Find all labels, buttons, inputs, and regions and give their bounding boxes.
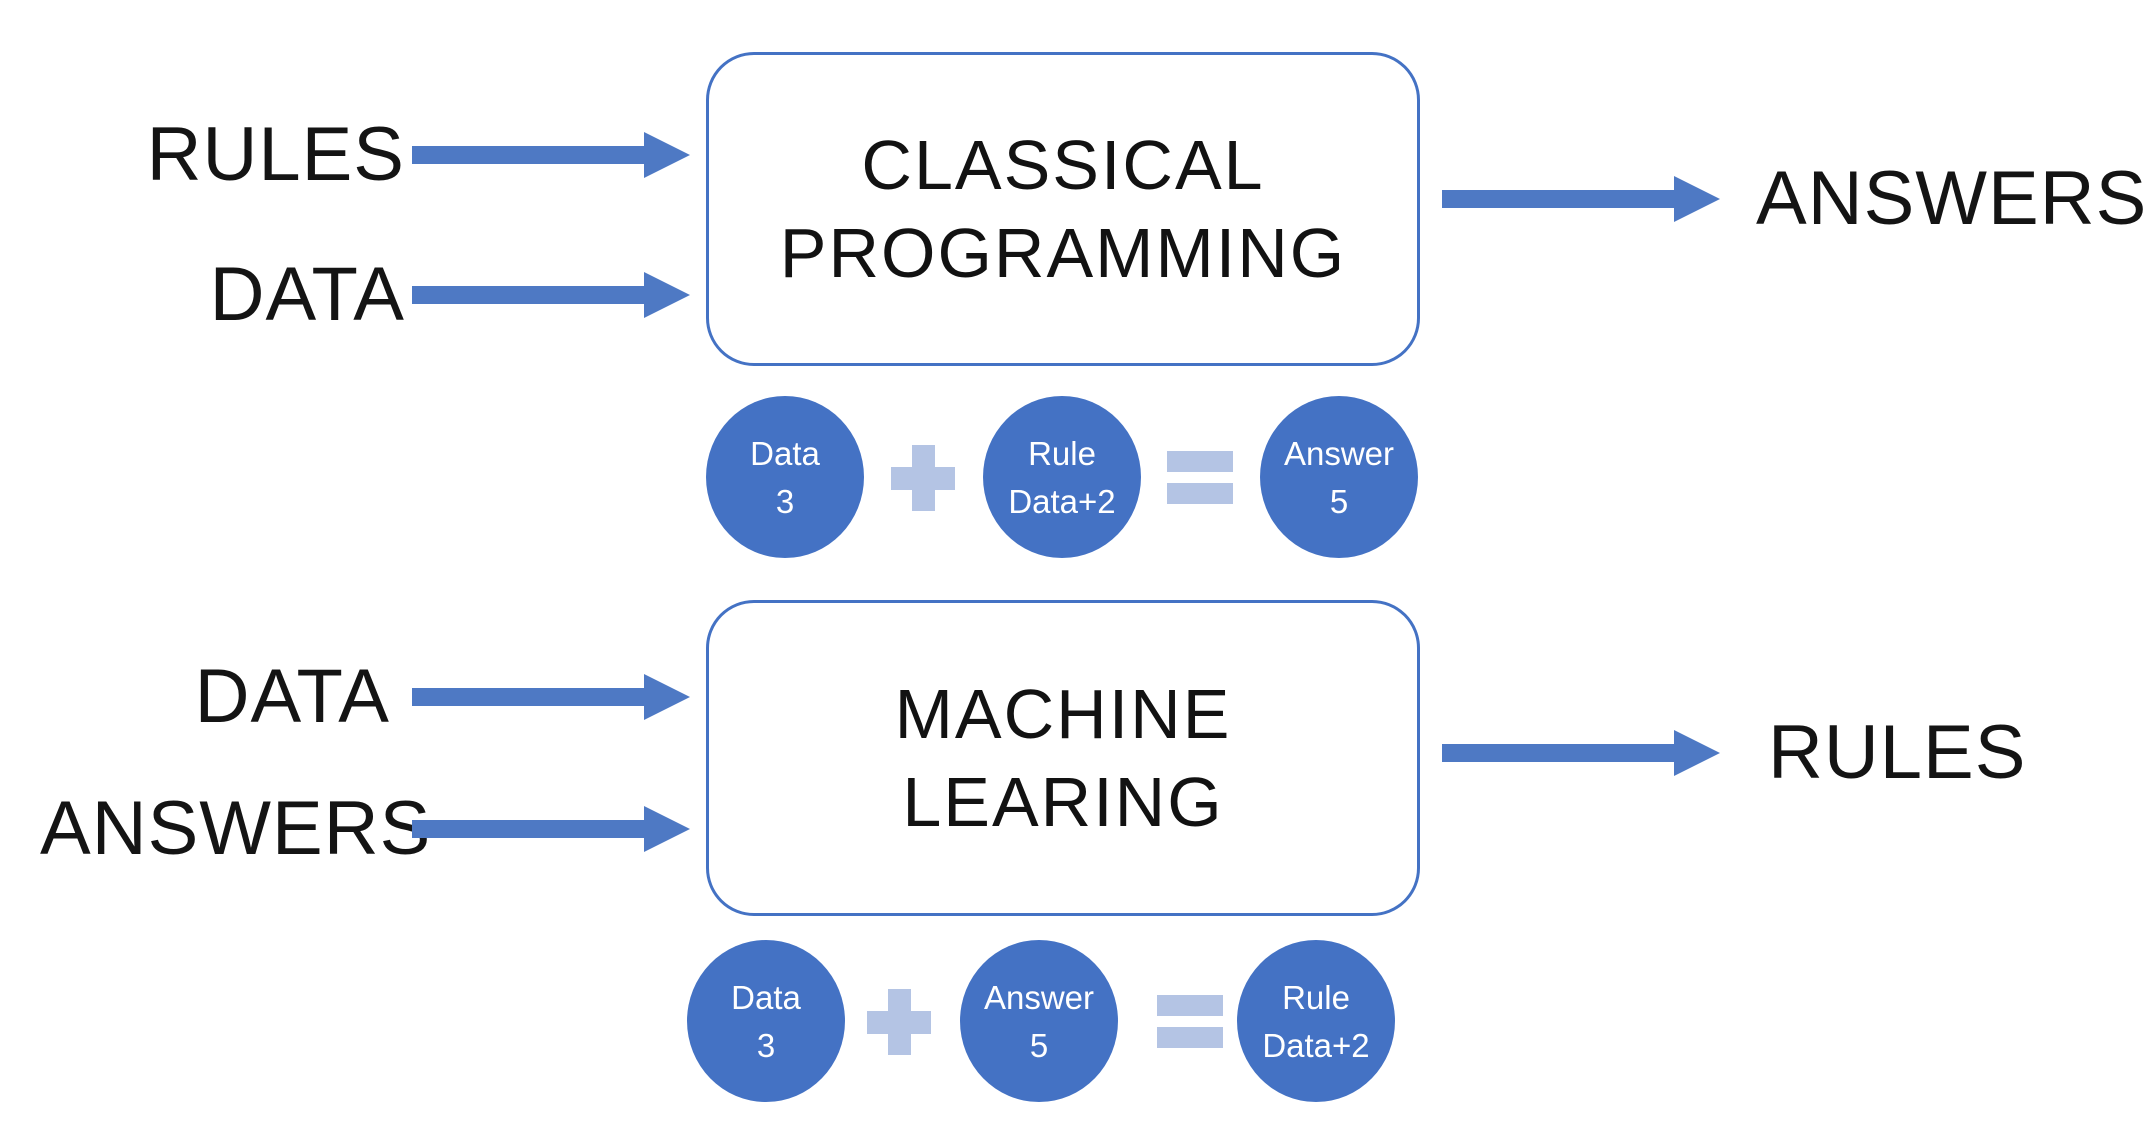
- plus-horizontal-bar: [891, 466, 955, 490]
- classical-programming-box: CLASSICAL PROGRAMMING: [706, 52, 1420, 366]
- equals-icon: [1157, 995, 1223, 1048]
- box-title-line2: PROGRAMMING: [779, 214, 1347, 292]
- circle-value: 5: [1029, 1026, 1049, 1064]
- box-title-line1: MACHINE: [894, 675, 1232, 753]
- circle-label: Answer: [983, 978, 1095, 1016]
- plus-icon: [867, 989, 931, 1055]
- circle-label: Answer: [1283, 434, 1395, 472]
- arrow-shaft: [412, 820, 645, 838]
- arrow-head: [644, 132, 690, 178]
- arrow-shaft: [412, 688, 645, 706]
- arrow-head: [644, 806, 690, 852]
- arrow-shaft: [412, 286, 645, 304]
- arrow-shaft: [412, 146, 645, 164]
- classical-eq-rule-circle: Rule Data+2: [983, 396, 1141, 558]
- circle-value: 3: [756, 1026, 776, 1064]
- circle-label: Rule: [1028, 434, 1096, 472]
- plus-horizontal-bar: [867, 1010, 931, 1034]
- classical-input-data-label: DATA: [209, 252, 405, 337]
- ml-eq-data-circle: Data 3: [687, 940, 845, 1102]
- ml-input-data-label: DATA: [194, 654, 390, 739]
- equals-bottom-bar: [1167, 483, 1233, 504]
- machine-learning-box: MACHINE LEARING: [706, 600, 1420, 916]
- arrow-head: [1674, 176, 1720, 222]
- arrow-shaft: [1442, 744, 1675, 762]
- circle-label: Rule: [1282, 978, 1350, 1016]
- ml-output-rules-label: RULES: [1768, 710, 2027, 795]
- equals-top-bar: [1157, 995, 1223, 1016]
- classical-output-answers-label: ANSWERS: [1756, 156, 2148, 241]
- ml-eq-answer-circle: Answer 5: [960, 940, 1118, 1102]
- arrow-head: [644, 674, 690, 720]
- equals-top-bar: [1167, 451, 1233, 472]
- circle-value: 5: [1329, 482, 1349, 520]
- equals-icon: [1167, 451, 1233, 504]
- circle-label: Data: [750, 434, 820, 472]
- circle-label: Data: [731, 978, 801, 1016]
- plus-icon: [891, 445, 955, 511]
- circle-value: 3: [775, 482, 795, 520]
- classical-eq-data-circle: Data 3: [706, 396, 864, 558]
- arrow-head: [644, 272, 690, 318]
- circle-value: Data+2: [1008, 482, 1116, 520]
- ml-eq-rule-circle: Rule Data+2: [1237, 940, 1395, 1102]
- arrow-head: [1674, 730, 1720, 776]
- classical-eq-answer-circle: Answer 5: [1260, 396, 1418, 558]
- ml-input-answers-label: ANSWERS: [40, 786, 432, 871]
- circle-value: Data+2: [1262, 1026, 1370, 1064]
- arrow-shaft: [1442, 190, 1675, 208]
- box-title-line1: CLASSICAL: [861, 126, 1265, 204]
- equals-bottom-bar: [1157, 1027, 1223, 1048]
- classical-input-rules-label: RULES: [146, 112, 405, 197]
- box-title-line2: LEARING: [902, 763, 1224, 841]
